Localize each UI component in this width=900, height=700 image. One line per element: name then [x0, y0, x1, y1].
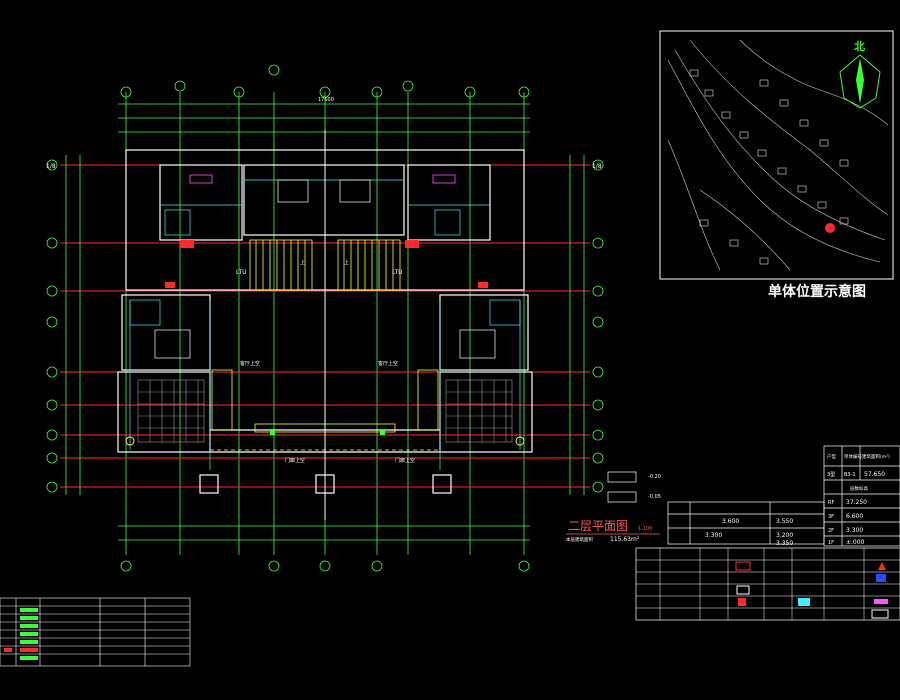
elevation-note-3: 3.300 [705, 532, 722, 539]
elevation-marker-1-swatch [607, 471, 637, 483]
level-floor-3: 2F [828, 528, 834, 534]
level-elev-4: ±.000 [846, 539, 865, 546]
top-dimension-total: 17600 [318, 97, 334, 103]
elevation-note-table [667, 501, 825, 545]
level-table-header-2: 单体编号 [844, 453, 862, 460]
elevation-note-5: 3.350 [776, 540, 793, 547]
room-label-sub-left: 门廊上空 [285, 457, 305, 464]
level-floor-1: RF [828, 500, 834, 506]
level-elev-3: 3.300 [846, 527, 863, 534]
room-label-sub-right: 门廊上空 [395, 457, 415, 464]
elevation-note-4: 3.200 [776, 532, 793, 539]
dimension-lines [65, 103, 585, 541]
axis-bubbles-side [46, 159, 604, 493]
level-elev-2: 6.600 [846, 513, 863, 520]
plan-scale: 1:100 [638, 526, 652, 532]
elevation-note-1: 3.600 [722, 518, 739, 525]
north-needle-icon [856, 58, 864, 104]
elevation-marker-2-swatch [607, 491, 637, 503]
level-table-subheader: 层数标高 [850, 485, 868, 492]
stair-up-right: 上 [344, 259, 349, 266]
stair-up-left: 上 [300, 259, 305, 266]
site-plan: 北 单体位置示意图 [659, 30, 894, 300]
room-label-center-right: 客厅上空 [378, 360, 398, 367]
north-label: 北 [854, 39, 865, 53]
level-elev-1: 37.250 [846, 499, 867, 506]
north-arrow-icon [839, 54, 881, 109]
axis-label-right: 1/8 [592, 163, 602, 170]
inner-partitions [129, 179, 521, 470]
plan-area-value: 115.63m² [610, 536, 640, 543]
elevation-note-2: 3.550 [776, 518, 793, 525]
plan-title: 二层平面图 [568, 519, 628, 533]
level-table-header-1: 户型 [827, 453, 836, 460]
room-label-ltu-right: LTU [392, 269, 403, 276]
level-table-type: 3型 [827, 471, 835, 478]
level-table [823, 445, 900, 547]
room-label-ltu-left: LTU [236, 269, 247, 276]
building-location-marker [825, 223, 835, 233]
level-table-unit: B3-1 [844, 472, 856, 478]
floor-plan: 1/8 1/8 17600 LTU LTU 上 上 客厅上空 客厅上空 门廊上空… [46, 64, 661, 572]
level-table-area: 57.650 [864, 471, 885, 478]
site-plan-title: 单体位置示意图 [768, 283, 866, 300]
room-label-center-left: 客厅上空 [240, 360, 260, 367]
axis-label-left: 1/8 [46, 163, 56, 170]
level-floor-4: 1F [828, 540, 834, 546]
elevation-marker-1: -0.20 [648, 474, 661, 480]
door-schedule [0, 597, 191, 667]
level-floor-2: 3F [828, 514, 834, 520]
door-schedule-swatches [4, 608, 38, 660]
legend-table [635, 547, 900, 621]
plan-area-label: 本层建筑面积 [566, 536, 593, 543]
elevation-marker-2: -0.05 [648, 494, 661, 500]
axis-bubbles-top [120, 64, 530, 572]
level-table-header-3: 建筑面积(m²) [862, 453, 890, 460]
fixtures [125, 174, 525, 446]
balcony-hatch [137, 379, 513, 443]
